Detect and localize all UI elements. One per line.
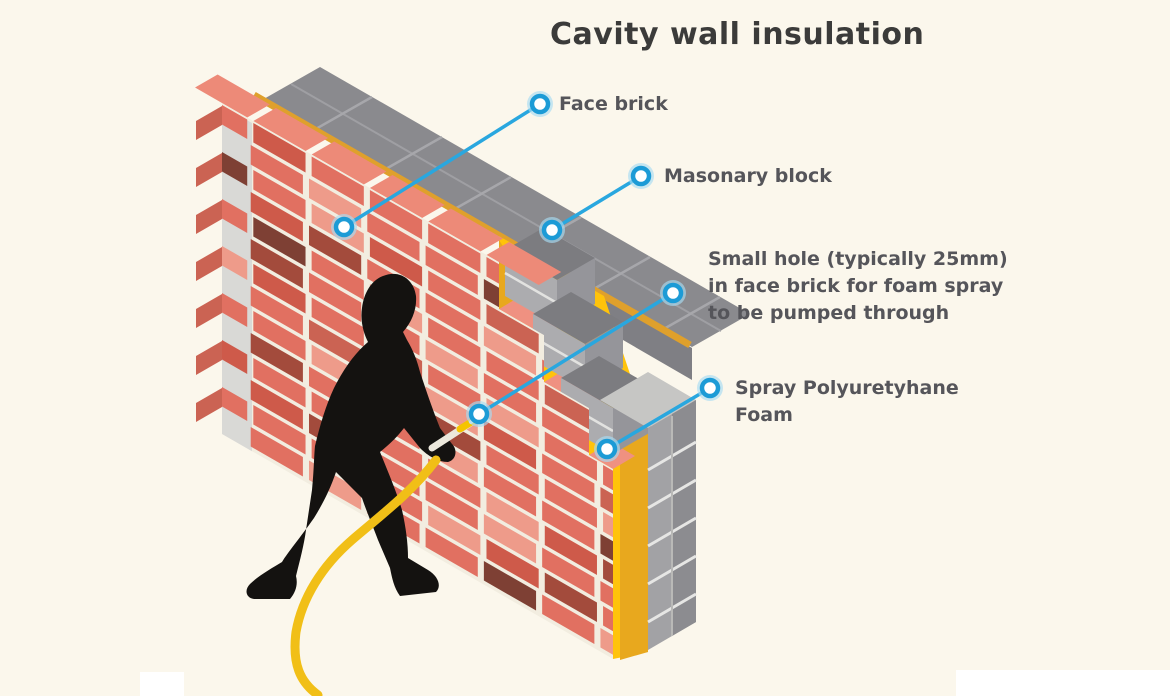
brick-top-band [195,74,562,285]
page-title: Cavity wall insulation [550,17,925,52]
label-face-brick: Face brick [559,93,668,115]
foam-hose [290,455,441,696]
masonry-end-column [600,372,697,650]
callout-masonary-block [539,163,654,243]
wall-marker-icon [466,401,492,427]
wall-marker-icon [331,214,357,240]
label-marker-icon [527,91,553,117]
label-marker-icon [628,163,654,189]
white-corner-left [140,672,184,696]
label-marker-icon [660,280,686,306]
protruding-brick-ends [196,106,222,422]
masonry-step-blocks [504,228,651,454]
callout-lines [331,91,723,462]
label-masonary-block: Masonary block [664,165,832,187]
callout-small-hole [466,280,686,427]
wall-marker-icon [539,217,565,243]
white-corner-right [956,670,1170,696]
label-spray-foam: Spray Polyuretyhane Foam [735,377,959,426]
callout-spray-foam [594,375,723,462]
installer-silhouette [246,273,456,599]
callout-face-brick [331,91,553,240]
label-marker-icon [697,375,723,401]
foam-top-strip [252,91,692,349]
label-small-hole: Small hole (typically 25mm) in face bric… [708,248,1008,324]
masonry-block-top-band [262,67,750,380]
wall-marker-icon [594,436,620,462]
